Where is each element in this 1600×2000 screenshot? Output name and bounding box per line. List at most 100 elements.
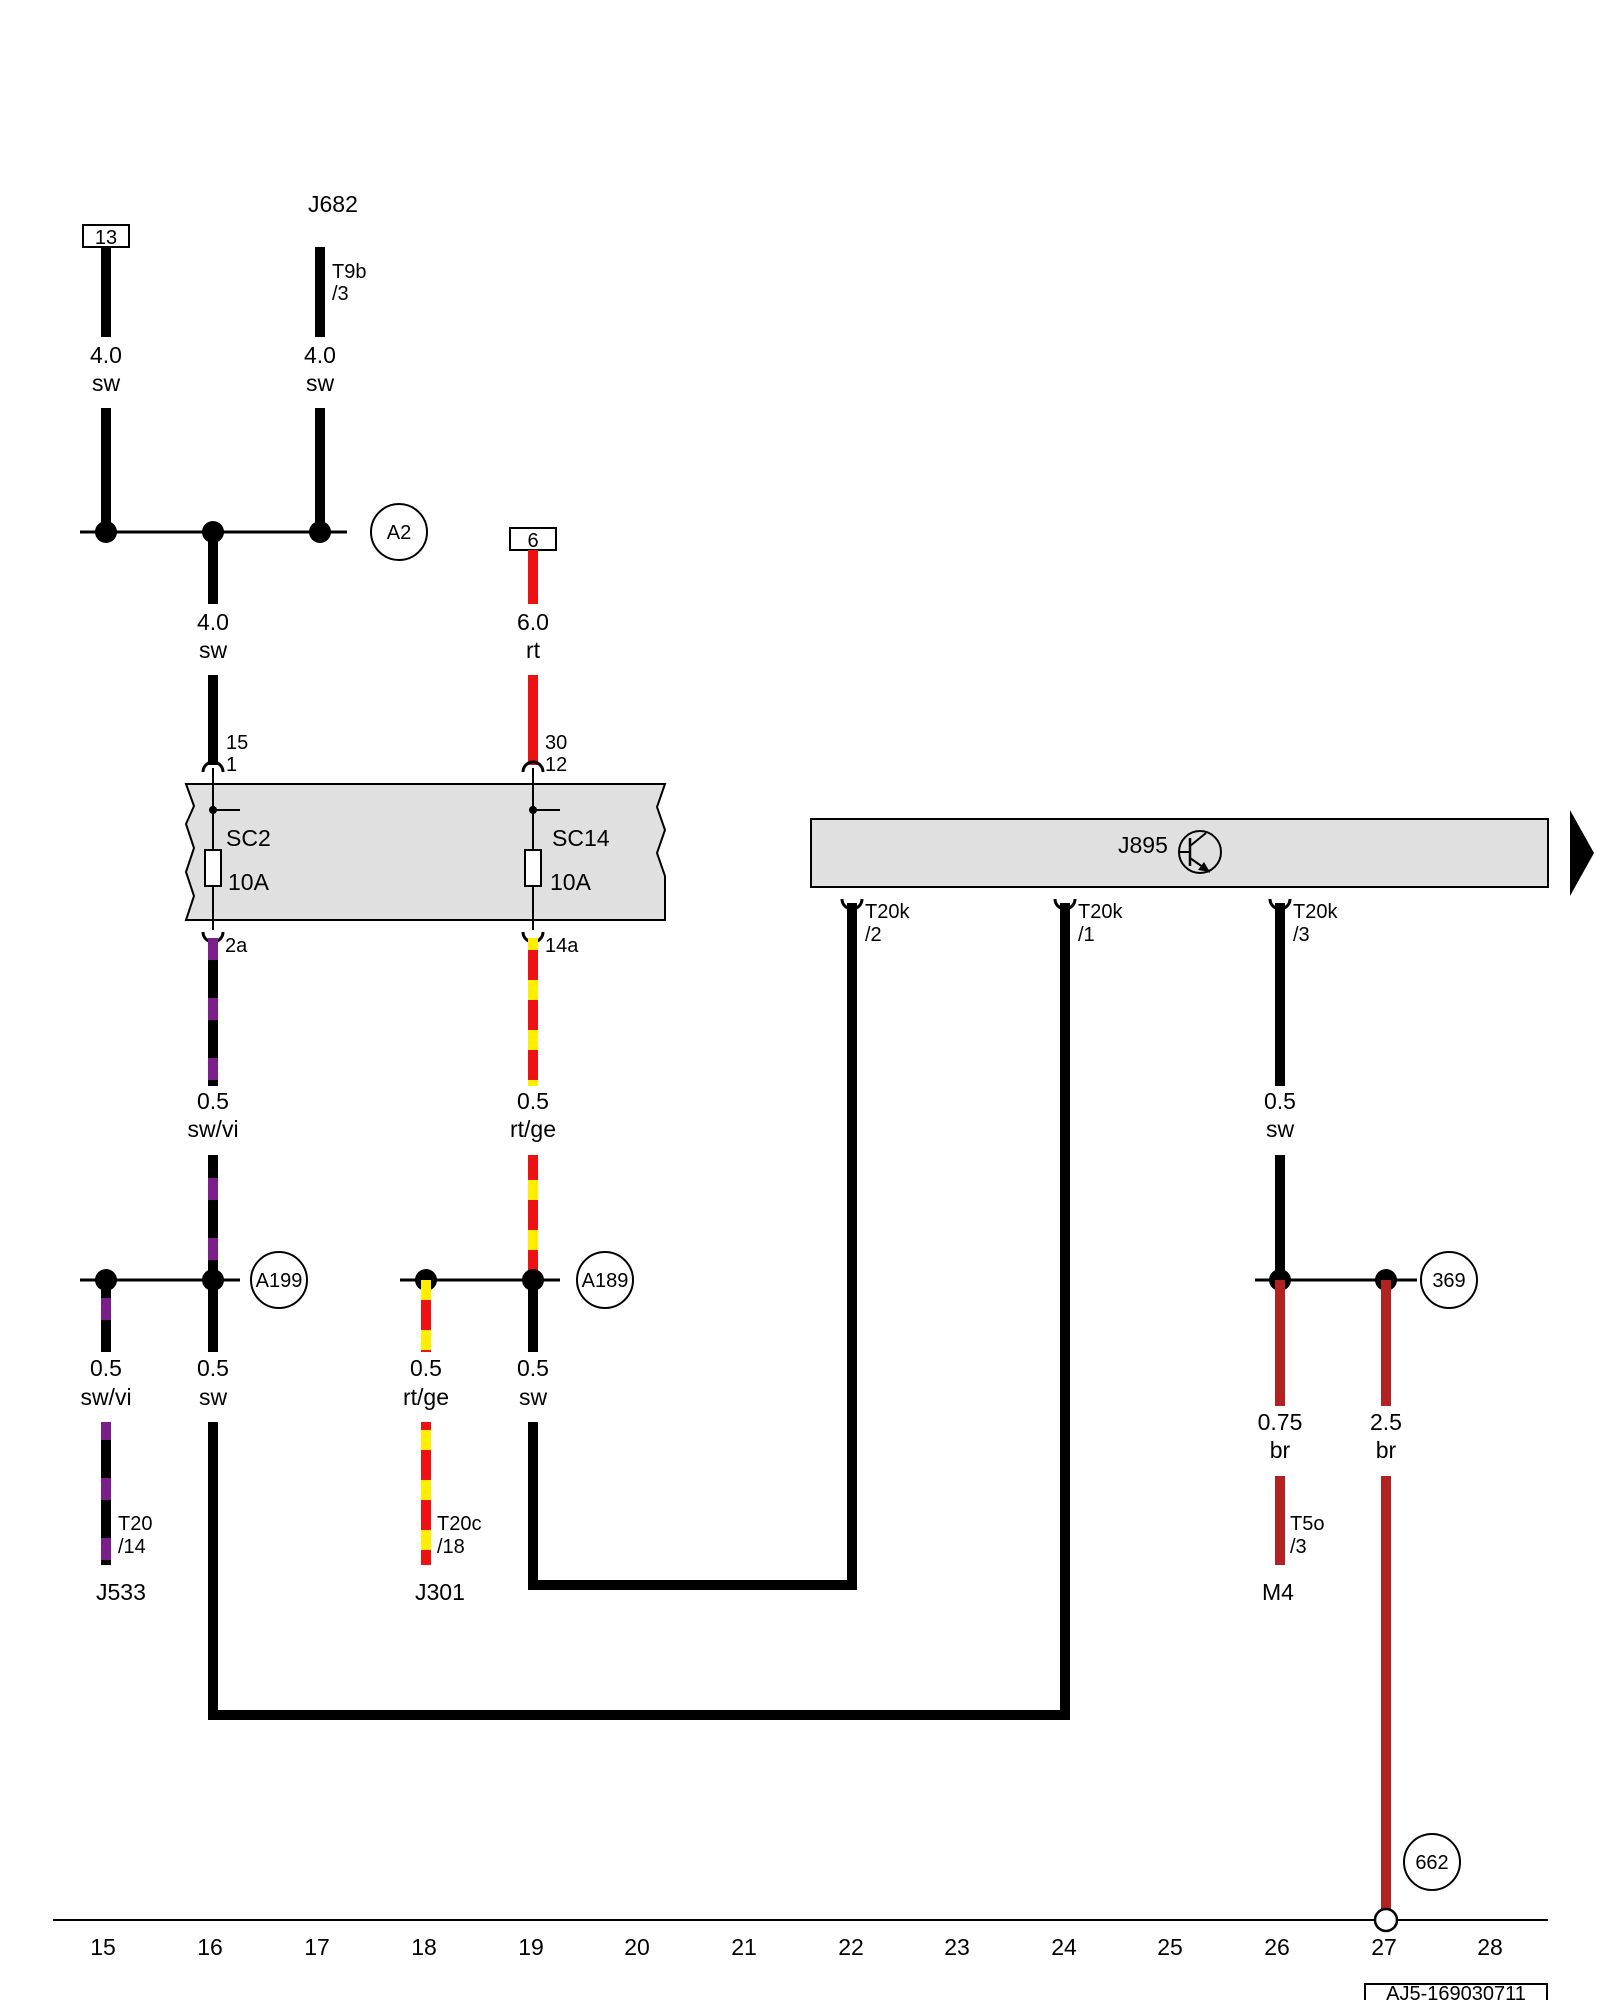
wire-col19-rtge-color: rt/ge (510, 1116, 556, 1142)
wire-col15-top-lower (101, 408, 111, 532)
wire-col16-feed-lower (208, 675, 218, 765)
ground-terminal-27 (1373, 1907, 1399, 1933)
wire-col19-red-color: rt (526, 637, 541, 663)
component-m4-label: M4 (1262, 1579, 1294, 1605)
fuse-sc2-symbol (204, 849, 222, 887)
connector-t20k-1-pin: /1 (1078, 924, 1095, 946)
pin-sc14-out: 14a (545, 935, 579, 957)
wire-col16-sw-upper (208, 1280, 218, 1352)
wire-col22-down (847, 903, 857, 1590)
wire-col26-lower (1275, 1155, 1285, 1280)
wire-col18-rtge-lower (421, 1422, 431, 1565)
connector-t20k-3-label: T20k (1293, 901, 1338, 923)
wire-col26-color: sw (1266, 1116, 1295, 1142)
wire-col24-down (1060, 903, 1070, 1720)
wire-col19-rtge-size: 0.5 (517, 1088, 549, 1114)
junction-a2-1 (95, 521, 117, 543)
ruler-num: 18 (411, 1934, 437, 1960)
ref-circle-662 (1403, 1833, 1461, 1891)
wire-col19-red-size: 6.0 (517, 609, 549, 635)
component-j682-label: J682 (308, 191, 358, 217)
ruler-num: 22 (838, 1934, 864, 1960)
ruler-num: 28 (1477, 1934, 1503, 1960)
wire-col26-brown-upper (1275, 1280, 1285, 1406)
wire-col17-top-lower (315, 408, 325, 532)
wire-col17-top-size: 4.0 (304, 342, 336, 368)
connector-t20-pin: /14 (118, 1536, 146, 1558)
wire-col15-swvi-upper (101, 1280, 111, 1352)
ruler-num: 23 (944, 1934, 970, 1960)
wire-col19-red-upper (528, 550, 538, 604)
ruler-num: 15 (90, 1934, 116, 1960)
wire-col18-rtge-upper (421, 1280, 431, 1352)
ruler-num: 19 (518, 1934, 544, 1960)
wire-col16-sw-color: sw (199, 1384, 228, 1410)
ruler-num: 21 (731, 1934, 757, 1960)
wire-col16-swvi-color: sw/vi (187, 1116, 238, 1142)
wire-col19-red-lower (528, 675, 538, 765)
terminal-box-13-label: 13 (95, 227, 117, 249)
connector-t20k-2-pin: /2 (865, 924, 882, 946)
connector-t20k-1-label: T20k (1078, 901, 1123, 923)
wire-col16-feed-color: sw (199, 637, 228, 663)
connector-t20k-3-pin: /3 (1293, 924, 1310, 946)
wire-col19-sw-size: 0.5 (517, 1355, 549, 1381)
wire-col17-top-upper (315, 247, 325, 337)
fuse-sc14-rating: 10A (550, 869, 592, 895)
wire-col19-rtge-upper (528, 938, 538, 1086)
wire-col16-to-col24-horizontal (208, 1710, 1070, 1720)
ref-a199-label: A199 (256, 1270, 303, 1292)
pin-sc2-in-top: 15 (226, 732, 248, 754)
wire-col26-brown-size: 0.75 (1258, 1409, 1303, 1435)
ref-662-label: 662 (1415, 1852, 1448, 1874)
wire-col16-swvi-lower (208, 1155, 218, 1280)
wire-col16-sw-size: 0.5 (197, 1355, 229, 1381)
wire-col19-sw-upper (528, 1280, 538, 1352)
terminal-box-6-label: 6 (527, 530, 538, 552)
fuse-sc2-rating: 10A (228, 869, 270, 895)
wire-col15-swvi-size: 0.5 (90, 1355, 122, 1381)
ref-a189-label: A189 (582, 1270, 629, 1292)
pin-sc2-in-bot: 1 (226, 754, 237, 776)
ruler-num: 17 (304, 1934, 330, 1960)
wire-col27-brown-size: 2.5 (1370, 1409, 1402, 1435)
ref-circle-369 (1420, 1251, 1478, 1309)
ruler-num: 26 (1264, 1934, 1290, 1960)
wire-col27-brown-lower (1381, 1476, 1391, 1920)
wire-col15-top-color: sw (92, 370, 121, 396)
wire-col27-brown-color: br (1376, 1437, 1397, 1463)
wire-col19-rtge-lower (528, 1155, 538, 1280)
connector-t9b-pin: /3 (332, 283, 349, 305)
wire-col19-to-col22-horizontal (528, 1580, 857, 1590)
wire-col16-swvi-upper (208, 938, 218, 1086)
connector-sc2-in-arc (201, 760, 225, 773)
component-j301-label: J301 (415, 1579, 465, 1605)
wire-col26-brown-color: br (1270, 1437, 1291, 1463)
connector-t20c-label: T20c (437, 1513, 481, 1535)
wire-col15-top-size: 4.0 (90, 342, 122, 368)
pin-sc14-in-bot: 12 (545, 754, 567, 776)
fuse-sc2-label: SC2 (226, 825, 271, 851)
continuation-arrow-icon (1570, 810, 1594, 896)
ruler-num: 16 (197, 1934, 223, 1960)
wire-col15-swvi-color: sw/vi (80, 1384, 131, 1410)
image-id-label: AJ5-169030711 (1386, 1983, 1526, 2000)
ref-a2-label: A2 (387, 522, 411, 544)
ruler-num: 25 (1157, 1934, 1183, 1960)
wire-col16-sw-lower (208, 1422, 218, 1720)
transistor-icon (1178, 830, 1222, 874)
image-id-box (1364, 1983, 1548, 2000)
wire-col27-brown-upper (1381, 1280, 1391, 1406)
ruler-num: 24 (1051, 1934, 1077, 1960)
ruler-num: 20 (624, 1934, 650, 1960)
column-ruler: 15 16 17 18 19 20 21 22 23 24 25 26 27 2… (90, 1934, 1503, 1960)
wire-col19-sw-lower (528, 1422, 538, 1590)
pin-sc14-in-top: 30 (545, 732, 567, 754)
connector-t5o-pin: /3 (1290, 1536, 1307, 1558)
connector-t20k-2-label: T20k (865, 901, 910, 923)
ref-circle-a189 (576, 1251, 634, 1309)
connector-t5o-label: T5o (1290, 1513, 1324, 1535)
wire-col26-upper (1275, 903, 1285, 1086)
connector-t20-label: T20 (118, 1513, 152, 1535)
